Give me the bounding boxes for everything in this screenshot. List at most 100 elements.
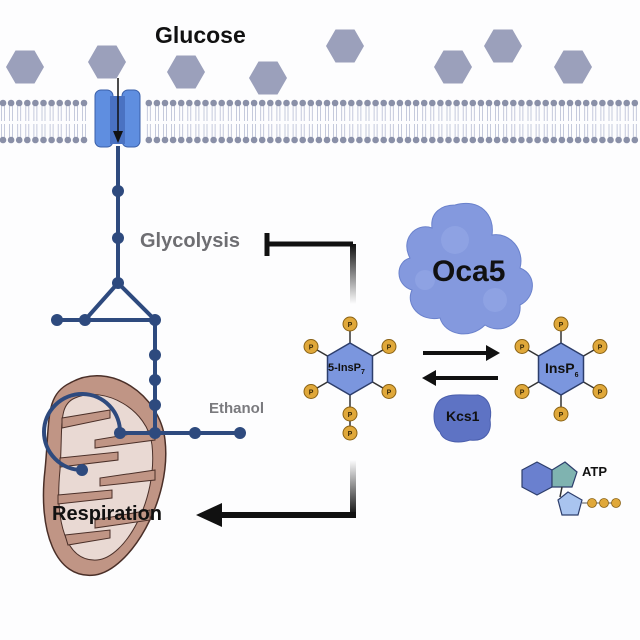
glucose-hexagon <box>88 45 126 79</box>
phosphate-group <box>553 316 569 332</box>
kcs1-protein <box>433 394 492 443</box>
phosphate-label: P <box>348 322 353 329</box>
atp-label: ATP <box>582 464 608 479</box>
lipid-head <box>194 136 201 144</box>
lipid-head <box>461 99 469 107</box>
lipid-head <box>283 99 290 107</box>
lipid-head <box>566 99 574 107</box>
lipid-head <box>607 136 614 144</box>
lipid-head <box>194 99 201 107</box>
lipid-head <box>404 99 412 107</box>
lipid-head <box>226 99 234 107</box>
lipid-head <box>242 136 250 144</box>
lipid-head <box>380 99 388 107</box>
mitochondrion <box>42 375 167 576</box>
lipid-head <box>550 99 558 107</box>
pathway-node <box>149 349 161 361</box>
lipid-head <box>15 99 23 107</box>
lipid-head <box>153 136 161 144</box>
lipid-head <box>267 136 274 144</box>
phosphate-group <box>514 339 530 354</box>
lipid-head <box>412 99 420 107</box>
lipid-head <box>153 99 161 107</box>
lipid-head <box>437 99 444 107</box>
lipid-head <box>477 136 485 144</box>
lipid-head <box>420 136 428 144</box>
glucose-hexagon <box>167 55 205 89</box>
pathway-node <box>51 314 63 326</box>
lipid-head <box>323 99 331 107</box>
lipid-head <box>339 99 347 107</box>
pathway-node <box>149 427 161 439</box>
lipid-head <box>518 99 525 107</box>
lipid-head <box>356 99 363 107</box>
phosphate-group <box>303 339 319 354</box>
phosphate-label: P <box>309 345 314 352</box>
insp6-label: InsP6 <box>545 360 578 379</box>
lipid-head <box>186 136 193 144</box>
phosphate-group <box>592 339 608 354</box>
metabolic-pathway <box>42 146 240 472</box>
lipid-head <box>404 136 412 144</box>
transport-arrow-icon <box>113 78 123 143</box>
lipid-head <box>40 136 47 144</box>
phosphate-label: P <box>348 431 353 438</box>
lipid-head <box>226 136 234 144</box>
phosphate-label: P <box>559 322 564 329</box>
lipid-head <box>234 136 242 144</box>
lipid-head <box>218 136 225 144</box>
pathway-node <box>149 314 161 326</box>
lipid-head <box>429 99 436 107</box>
lipid-head <box>291 99 298 107</box>
glucose-hexagon <box>554 50 592 84</box>
phosphate-group <box>553 406 569 422</box>
lipid-head <box>64 136 72 144</box>
lipid-head <box>72 136 80 144</box>
lipid-head <box>477 99 485 107</box>
lipid-head <box>218 99 225 107</box>
lipid-head <box>307 136 315 144</box>
respiration-label: Respiration <box>52 503 163 525</box>
lipid-head <box>388 136 396 144</box>
phosphate-label: P <box>598 390 603 397</box>
lipid-head <box>186 99 193 107</box>
lipid-head <box>275 99 282 107</box>
lipid-head <box>145 136 153 144</box>
kcs1-label: Kcs1 <box>446 408 480 424</box>
lipid-head <box>558 99 566 107</box>
lipid-head <box>210 136 217 144</box>
lipid-head <box>24 136 31 144</box>
lipid-head <box>275 136 282 144</box>
lipid-head <box>7 136 15 144</box>
ethanol-label: Ethanol <box>209 400 264 417</box>
inhibition-arrow <box>264 233 356 304</box>
glucose-hexagon <box>434 50 472 84</box>
phosphate-group <box>381 384 397 399</box>
lipid-head <box>469 99 477 107</box>
lipid-head <box>234 99 242 107</box>
lipid-head <box>453 136 460 144</box>
lipid-head <box>348 136 355 144</box>
lipid-head <box>24 99 31 107</box>
lipid-head <box>510 99 517 107</box>
lipid-head <box>283 136 290 144</box>
lipid-head <box>607 99 614 107</box>
pathway-node <box>189 427 201 439</box>
lipid-head <box>493 99 501 107</box>
lipid-head <box>339 136 347 144</box>
phosphate-group <box>592 384 608 399</box>
lipid-head <box>32 136 39 144</box>
lipid-head <box>250 136 258 144</box>
lipid-head <box>623 99 630 107</box>
pathway-node <box>79 314 91 326</box>
glucose-hexagon <box>326 29 364 63</box>
glucose-molecules <box>6 29 592 95</box>
pathway-node <box>114 427 126 439</box>
lipid-head <box>169 136 177 144</box>
lipid-head <box>356 136 363 144</box>
lipid-head <box>461 136 469 144</box>
pathway-node <box>112 185 124 197</box>
lipid-head <box>307 99 315 107</box>
